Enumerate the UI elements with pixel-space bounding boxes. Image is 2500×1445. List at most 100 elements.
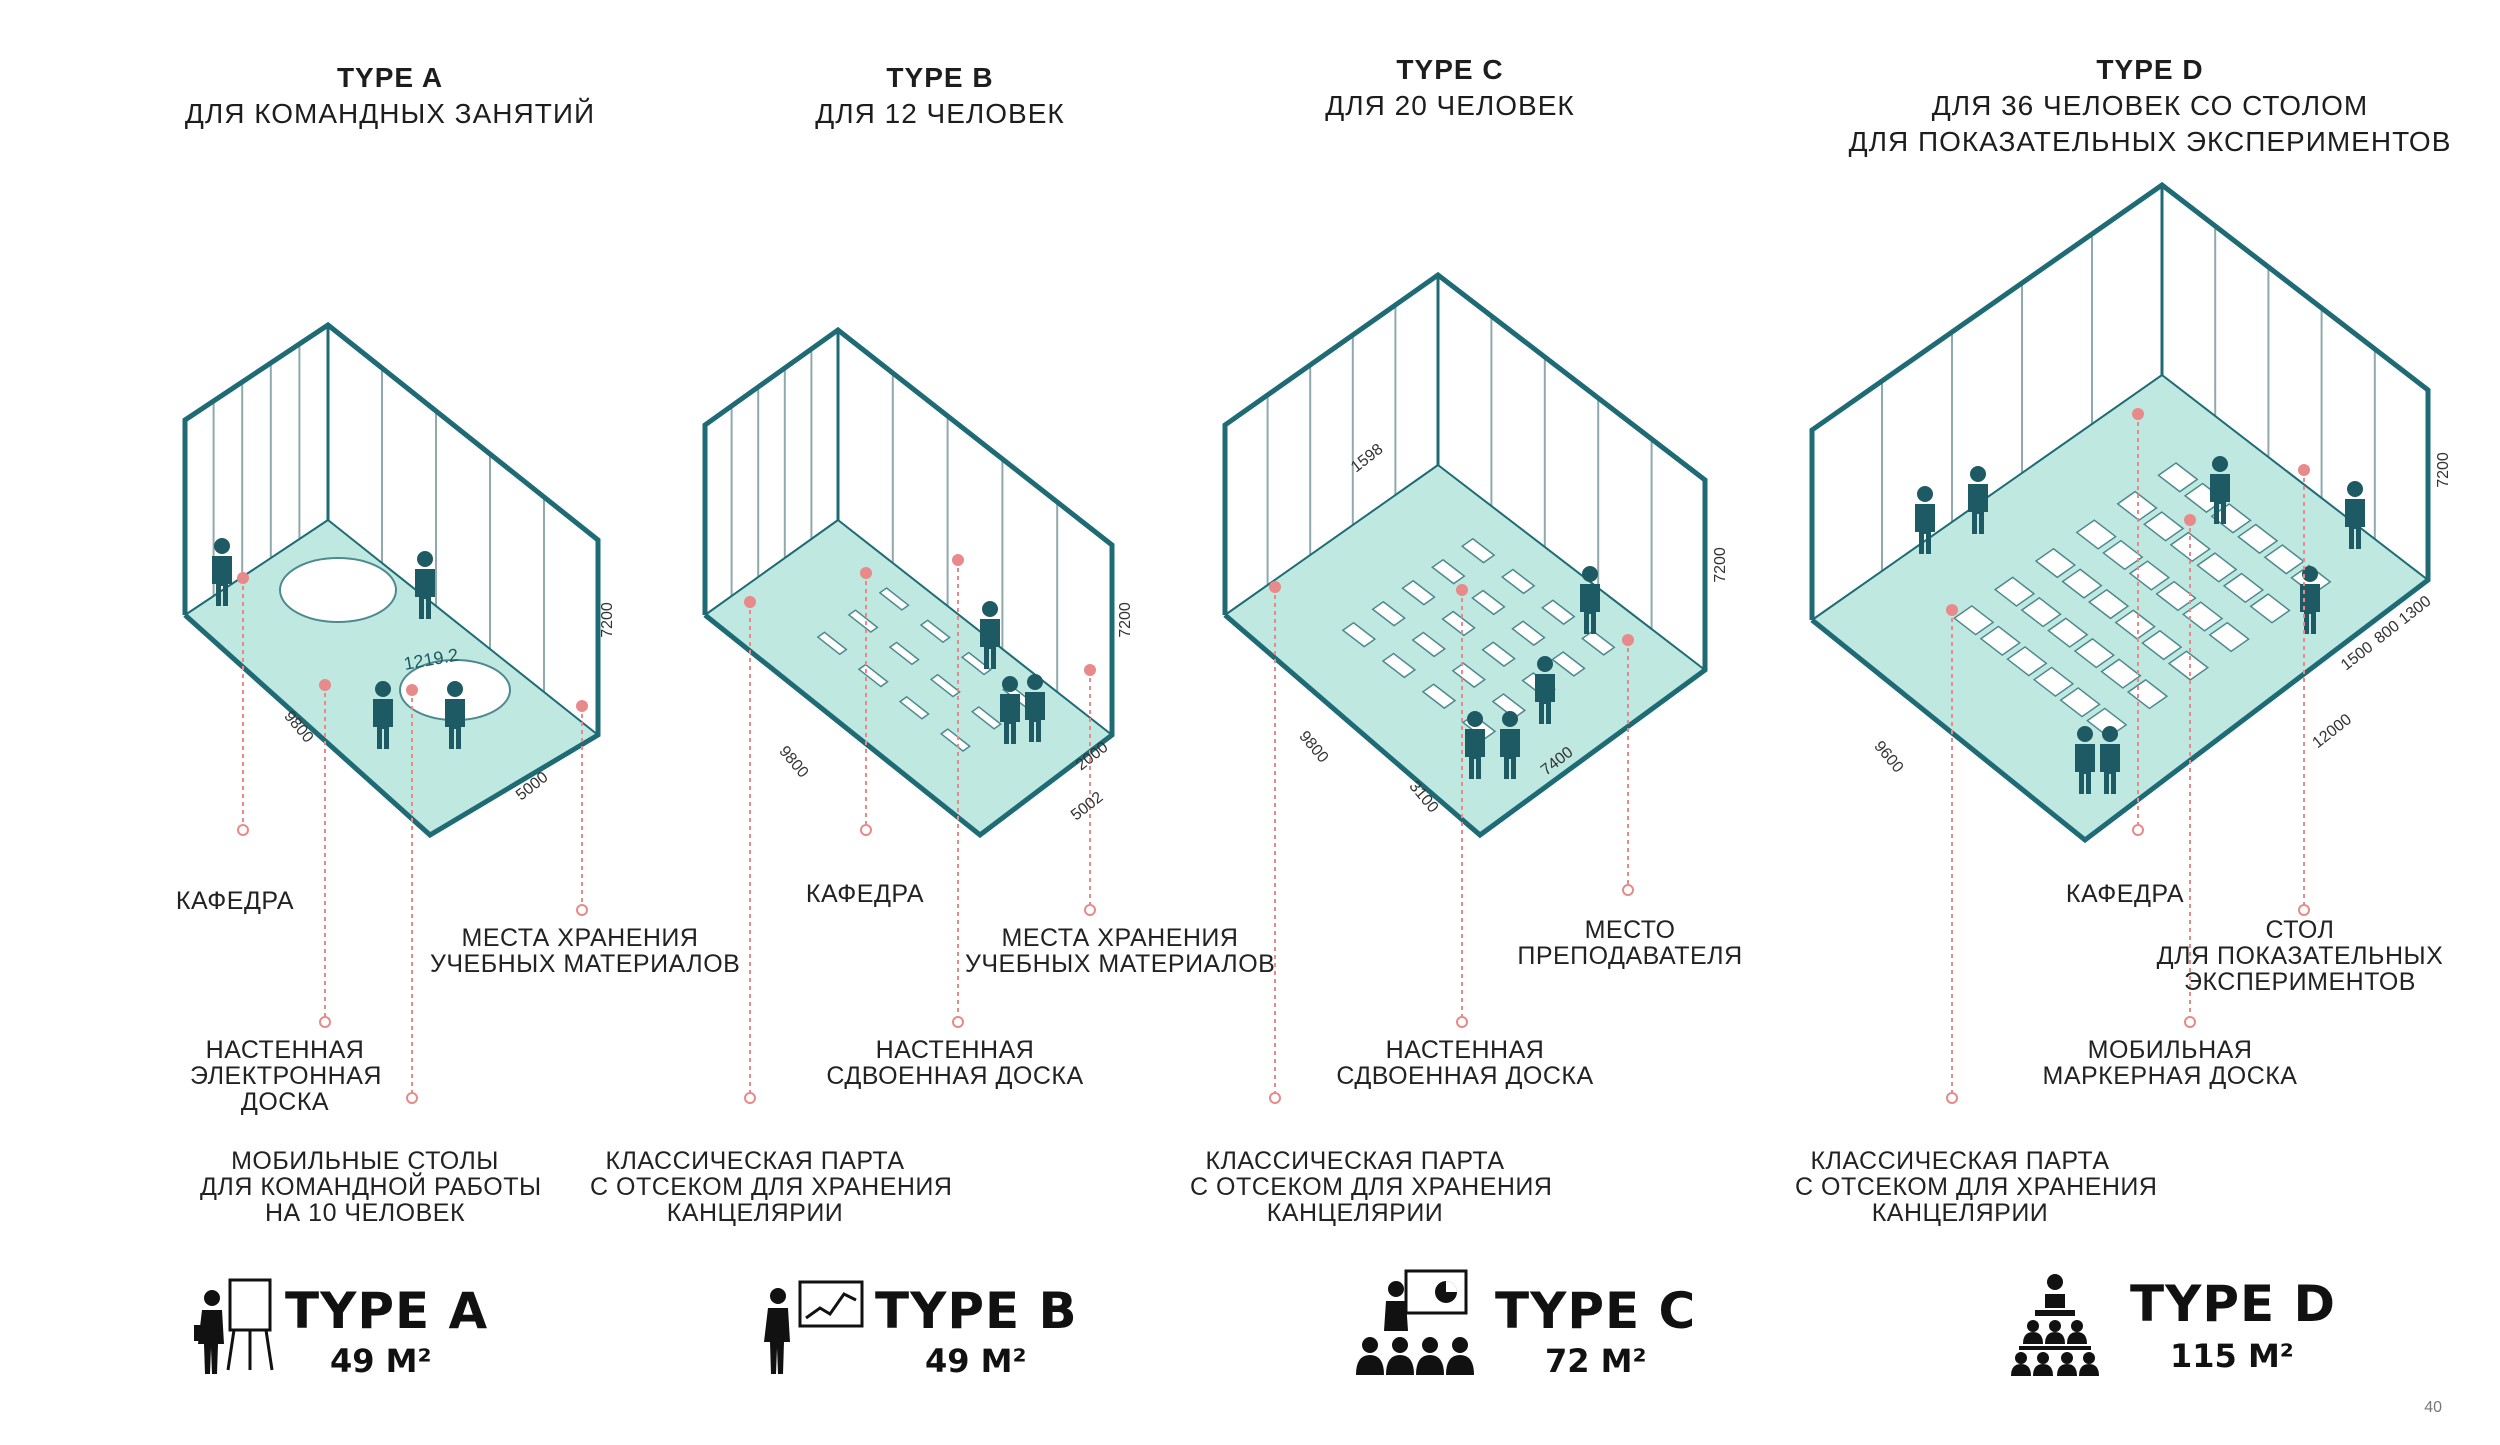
- room-d-frame: [1809, 181, 2431, 844]
- desk: [1451, 662, 1487, 689]
- desk: [2032, 666, 2075, 697]
- person-icon: [2212, 456, 2228, 472]
- room-b-isometric: [702, 326, 1115, 839]
- person-icon: [415, 569, 435, 619]
- badge-type-b: TYPE B 49 M²: [760, 1270, 1090, 1380]
- desk: [1401, 579, 1436, 606]
- badge-type-d-title: TYPE D: [2130, 1275, 2337, 1333]
- callout-origin-dot: [406, 684, 418, 696]
- desk: [1953, 604, 1995, 636]
- header-type-c: TYPE C ДЛЯ 20 ЧЕЛОВЕК: [1250, 52, 1650, 124]
- room-c-floor: [1225, 465, 1705, 835]
- page-number: 40: [2424, 1399, 2442, 1416]
- desk: [2237, 523, 2279, 555]
- desk: [2143, 511, 2185, 542]
- callout-c-double-board: НАСТЕННАЯ СДВОЕННАЯ ДОСКА: [1330, 1037, 1600, 1089]
- callout-origin-dot: [2132, 408, 2144, 420]
- desk: [2263, 544, 2305, 575]
- callout-a-storage-l1: МЕСТА ХРАНЕНИЯ: [461, 924, 699, 952]
- desk: [1431, 558, 1466, 585]
- callout-d-kafedra-l1: КАФЕДРА: [2065, 880, 2185, 908]
- desk: [2087, 588, 2130, 620]
- header-type-b-title: TYPE B: [886, 62, 994, 93]
- desk: [1540, 599, 1576, 626]
- callout-d-demo-table-l3: ЭКСПЕРИМЕНТОВ: [2184, 968, 2416, 996]
- room-b-furniture: [816, 587, 1034, 752]
- callout-a-kafedra-l1: КАФЕДРА: [175, 887, 295, 915]
- callout-end-dot: [1269, 1092, 1281, 1104]
- person-icon: [375, 681, 391, 697]
- desk: [2141, 629, 2183, 661]
- person-icon: [1467, 711, 1483, 727]
- desk: [1581, 630, 1616, 656]
- dim-a-height: 7200: [599, 602, 616, 638]
- callout-origin-dot: [1084, 664, 1096, 676]
- desk: [2128, 560, 2171, 591]
- person-icon: [1537, 656, 1553, 672]
- person-icon: [1915, 504, 1935, 554]
- room-b-floor: [705, 520, 1112, 835]
- callout-origin-dot: [1456, 584, 1468, 596]
- callout-end-dot: [2298, 904, 2310, 916]
- person-icon: [1535, 674, 1555, 724]
- callout-c-teacher-l2: ПРЕПОДАВАТЕЛЯ: [1517, 942, 1743, 970]
- desk: [878, 587, 910, 611]
- desk: [2196, 552, 2238, 583]
- desk: [2073, 637, 2116, 669]
- callout-d-demo-table: СТОЛ ДЛЯ ПОКАЗАТЕЛЬНЫХ ЭКСПЕРИМЕНТОВ: [2150, 917, 2450, 995]
- header-type-d-subtitle-1: ДЛЯ 36 ЧЕЛОВЕК СО СТОЛОМ: [1931, 90, 2369, 121]
- callout-b-desk-l1: КЛАССИЧЕСКАЯ ПАРТА: [605, 1147, 905, 1175]
- desk: [1979, 625, 2021, 656]
- badge-type-a-title: TYPE A: [285, 1282, 489, 1340]
- desk: [1371, 600, 1406, 627]
- badge-type-d: TYPE D 115 M²: [2005, 1270, 2345, 1380]
- header-type-a: TYPE A ДЛЯ КОМАНДНЫХ ЗАНЯТИЙ: [140, 60, 640, 132]
- desk: [2167, 650, 2210, 681]
- lecturer-audience-icon: [1356, 1269, 1474, 1375]
- person-icon: [1582, 566, 1598, 582]
- callout-origin-dot: [1946, 604, 1958, 616]
- person-icon: [2347, 481, 2363, 497]
- presenter-chart-board-icon: [764, 1280, 864, 1374]
- person-icon: [2100, 744, 2120, 794]
- callout-origin-dot: [237, 572, 249, 584]
- callout-b-desk-l3: КАНЦЕЛЯРИИ: [666, 1199, 844, 1227]
- room-c-frame: [1222, 271, 1708, 839]
- dim-d-height: 7200: [2435, 452, 2452, 488]
- badge-type-a: TYPE A 49 M²: [190, 1270, 520, 1380]
- desk: [2075, 519, 2117, 550]
- callout-d-desk: КЛАССИЧЕСКАЯ ПАРТА С ОТСЕКОМ ДЛЯ ХРАНЕНИ…: [1795, 1148, 2157, 1227]
- callout-a-mobile-tables-l2: ДЛЯ КОМАНДНОЙ РАБОТЫ: [200, 1173, 542, 1201]
- person-icon: [2077, 726, 2093, 742]
- desk: [2102, 539, 2144, 571]
- callout-b-kafedra: КАФЕДРА: [790, 881, 940, 907]
- desk: [2006, 645, 2048, 677]
- callout-a-e-board-l3: ДОСКА: [240, 1088, 330, 1116]
- callout-d-desk-l3: КАНЦЕЛЯРИИ: [1871, 1199, 2049, 1227]
- person-icon: [1970, 466, 1986, 482]
- callout-origin-dot: [952, 554, 964, 566]
- header-type-d: TYPE D ДЛЯ 36 ЧЕЛОВЕК СО СТОЛОМ ДЛЯ ПОКА…: [1800, 52, 2500, 160]
- desk: [919, 619, 951, 644]
- callout-end-dot: [2184, 1016, 2196, 1028]
- person-icon: [214, 538, 230, 554]
- callout-b-double-board: НАСТЕННАЯ СДВОЕННАЯ ДОСКА: [820, 1037, 1090, 1089]
- person-icon: [1027, 674, 1043, 690]
- person-icon: [1465, 729, 1485, 779]
- person-icon: [2102, 726, 2118, 742]
- desk: [898, 695, 930, 720]
- callout-end-dot: [952, 1016, 964, 1028]
- badge-type-c: TYPE C 72 M²: [1350, 1265, 1710, 1380]
- badge-type-c-title: TYPE C: [1495, 1282, 1697, 1340]
- dim-b-width: 5002: [1068, 789, 1107, 824]
- callout-end-dot: [576, 904, 588, 916]
- callout-c-desk-l2: С ОТСЕКОМ ДЛЯ ХРАНЕНИЯ: [1190, 1173, 1553, 1201]
- desk: [1551, 651, 1586, 677]
- round-table: [279, 557, 397, 623]
- desk: [1421, 683, 1457, 710]
- presenter-flipchart-icon: [194, 1278, 274, 1374]
- callout-b-storage: МЕСТА ХРАНЕНИЯ УЧЕБНЫХ МАТЕРИАЛОВ: [965, 925, 1275, 977]
- callout-c-teacher-l1: МЕСТО: [1584, 916, 1676, 944]
- callout-end-dot: [1946, 1092, 1958, 1104]
